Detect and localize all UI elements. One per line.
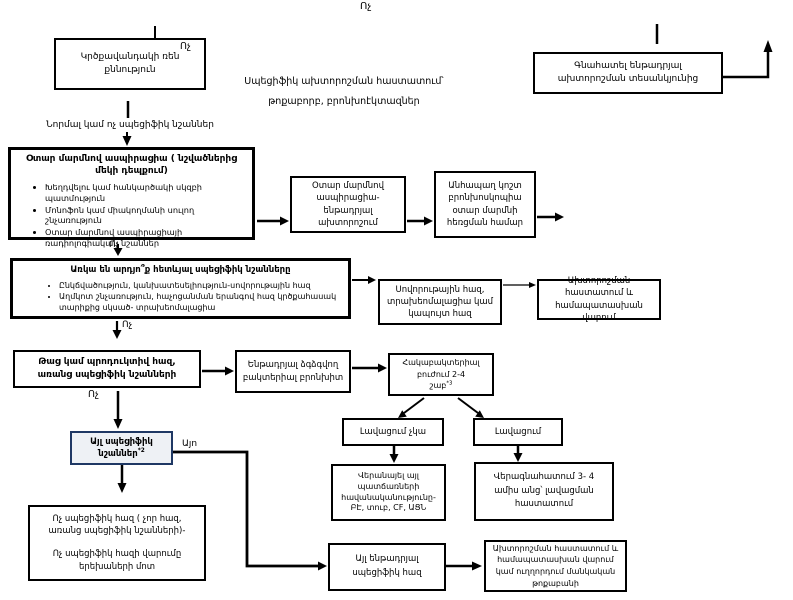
antibiotic-line2: շաբ*3 [429, 380, 453, 391]
specific-signs-bullet: Ընկճվածություն, կանխատեսելիություն-սովոր… [59, 281, 340, 291]
evaluate-box: Գնահատել ենթադրյալ ախտորոշման տեսանկյուն… [533, 52, 723, 94]
footnote-3: *3 [446, 380, 453, 387]
specific-dx-line1: Սպեցիֆիկ ախտորոշման հաստատում՝ [244, 76, 444, 87]
normal-or-nonspecific-label: Նորմալ կամ ոչ սպեցիֆիկ նշաններ [46, 120, 214, 130]
other-specific-signs-text: Այլ սպեցիֆիկ նշաններ*2 [90, 436, 153, 459]
arrow-suspected-to-bronchoscopy [407, 216, 433, 226]
arrow-fba-to-suspected [257, 216, 289, 226]
footnote-2: *2 [137, 448, 145, 455]
fba-box: Օտար մարմնով ասպիրացիա ( նշվածներից մեկի… [8, 147, 255, 248]
arrow-wet-to-pbb [202, 366, 234, 376]
other-specific-cough-box: Այլ ենթադրյալ սպեցիֆիկ հազ [328, 543, 446, 591]
improvement-box: Լավացում [473, 418, 563, 446]
rigid-bronchoscopy-box: Անհապաղ կոշտ բրոնխոսկոպիա օտար մարմնի հե… [434, 171, 536, 238]
arrow-antibiotics-to-noimprove [398, 397, 425, 418]
yes-label: Այո [182, 439, 198, 449]
dx-confirmation-box: Ախտորոշման հաստատում և համապատասխան վարո… [537, 276, 661, 323]
chest-xray-no-label: Ոչ [180, 41, 191, 52]
arrow-signs-no-down [112, 321, 122, 339]
arrow-antibiotics-to-improve [457, 397, 484, 418]
specific-signs-bullet: Աղմկոտ շնչառություն, հաչոցանման երանգով … [59, 292, 340, 313]
habit-cough-box: Սովորութային հազ, տրախեոմալացիա կամ կապո… [378, 279, 502, 325]
no-improvement-box: Լավացում չկա [342, 418, 444, 446]
wet-cough-no-label: Ոչ [88, 389, 99, 400]
specific-dx-line2: թոքաբորբ, բրոնխոէկտազներ [268, 96, 420, 108]
arrow-improve-down [513, 446, 523, 462]
arrow-bronchoscopy-out [537, 212, 564, 222]
fba-no-label: Ոչ [109, 240, 120, 250]
arrow-otherspecific-to-refer [446, 561, 482, 571]
arrow-evaluate-elbow-up [723, 40, 773, 79]
reassess-box: Վերագնահատում 3- 4 ամիս անց՝ լավացման հա… [474, 462, 614, 521]
fba-suspected-box: Օտար մարմնով ասպիրացիա- ենթադրյալ ախտորո… [290, 176, 406, 233]
arrow-othersigns-down [117, 465, 127, 493]
fba-bullet-list: Խեղդվելու կամ հանկարծակի սկզբի պատմությո… [29, 182, 244, 248]
specific-signs-bullet-list: Ընկճվածություն, կանխատեսելիություն-սովոր… [43, 281, 340, 313]
arrow-noimprove-down [389, 446, 399, 463]
arrow-wet-no-down [113, 391, 123, 429]
specific-signs-no-label: Ոչ [122, 320, 133, 330]
antibiotic-box: Հակաբակտերիալ բուժում 2-4 շաբ*3 [388, 353, 494, 396]
wet-cough-box: Թաց կամ պրոդուկտիվ հազ, առանց սպեցիֆիկ ն… [13, 350, 201, 388]
fba-bullet: Մոնոֆոն կամ միակողմանի սուլող շնչառությո… [45, 205, 244, 226]
fba-bullet: Օտար մարմնով ասպիրացիայի ռադիոլոգիական ն… [45, 227, 244, 248]
top-no-label: Ոչ [360, 1, 372, 12]
specific-dx-note: Սպեցիֆիկ ախտորոշման հաստատում՝ թոքաբորբ,… [236, 76, 452, 108]
arrow-signs-to-habit [352, 276, 376, 284]
specific-signs-title: Առկա են արդյո՞ք հետևյալ սպեցիֆիկ նշաններ… [70, 265, 291, 275]
chest-xray-box: Կրծքավանդակի ռեն քննություն [54, 38, 206, 90]
fba-bullet: Խեղդվելու կամ հանկարծակի սկզբի պատմությո… [45, 182, 244, 203]
nonspecific-line1: Ոչ սպեցիֆիկ հազ ( չոր հազ, առանց սպեցիֆի… [48, 513, 186, 537]
antibiotic-line1: Հակաբակտերիալ բուժում 2-4 [402, 358, 480, 379]
arrow-pbb-to-antibiotics [352, 363, 387, 373]
specific-signs-box: Առկա են արդյո՞ք հետևյալ սպեցիֆիկ նշաններ… [10, 258, 351, 319]
fba-title: Օտար մարմնով ասպիրացիա ( նշվածներից մեկի… [25, 154, 238, 176]
other-specific-signs-box: Այլ սպեցիֆիկ նշաններ*2 [70, 431, 173, 465]
nonspecific-line2: Ոչ սպեցիֆիկ հազի վարումը երեխաների մոտ [52, 549, 182, 572]
arrow-habit-to-confirm [503, 282, 536, 288]
pbb-box: Ենթադրյալ ձգձգվող բակտերիալ բրոնխիտ [235, 350, 351, 393]
dx-confirmation-referral-box: Ախտորոշման հաստատում և համապատասխան վարո… [484, 540, 627, 592]
reconsider-causes-box: Վերանայել այլ պատճառների հավանականությու… [331, 464, 446, 521]
nonspecific-cough-box: Ոչ սպեցիֆիկ հազ ( չոր հազ, առանց սպեցիֆի… [28, 505, 206, 581]
chest-xray-text: Կրծքավանդակի ռեն քննություն [80, 51, 180, 75]
